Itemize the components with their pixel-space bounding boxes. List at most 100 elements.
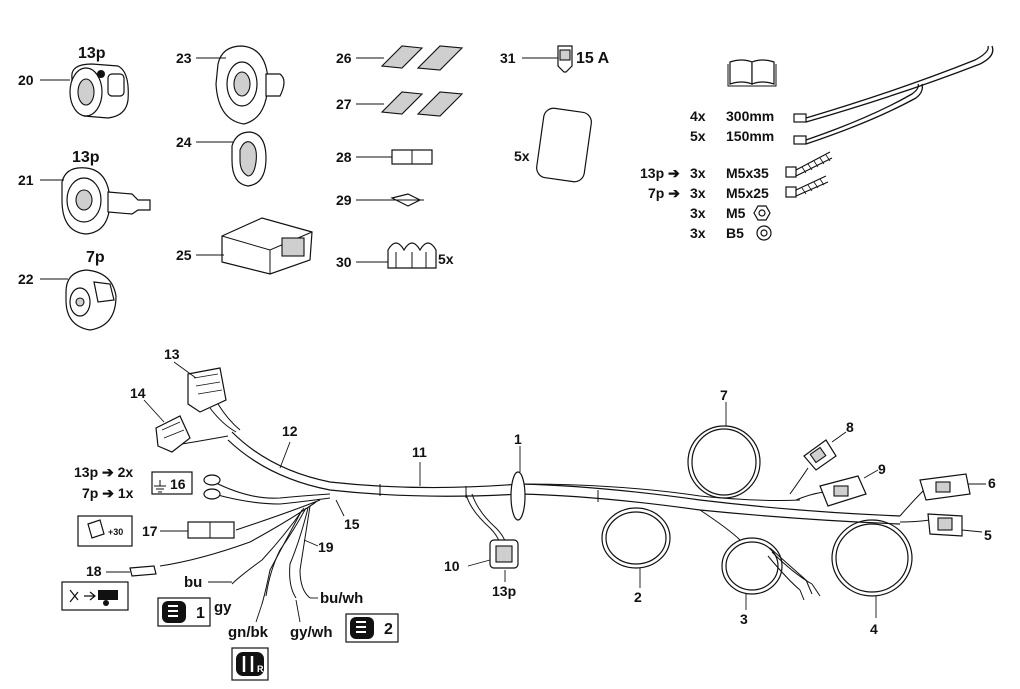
harness-connector-14: 14 — [130, 385, 229, 453]
harness-main-trunk — [227, 431, 901, 525]
part-27-adhesive-pads: 27 — [336, 91, 464, 117]
hw-0-qty: 4x — [690, 108, 706, 124]
part-27-number: 27 — [336, 96, 352, 112]
hw-3-prefix: 7p ➔ — [648, 185, 680, 201]
hw-2-item: M5x35 — [726, 165, 769, 181]
badge-r-letter: R — [257, 664, 264, 674]
part-29-number: 29 — [336, 192, 352, 208]
part-29-splice-connector: 29 — [336, 192, 424, 208]
fog-light-badge-1: 1 — [157, 597, 211, 627]
hw-2-prefix: 13p ➔ — [640, 165, 680, 181]
part-28-connector: 28 — [336, 149, 433, 165]
hw-1-item: 150mm — [726, 128, 774, 144]
harness-16-line1: 13p ➔ 2x — [74, 464, 133, 480]
hw-2-qty: 3x — [690, 165, 706, 181]
hw-4-qty: 3x — [690, 205, 706, 221]
screws-and-fasteners — [753, 151, 833, 241]
hw-4-item: M5 — [726, 205, 746, 221]
part-22-number: 22 — [18, 271, 34, 287]
harness-coil-7: 7 — [687, 387, 761, 499]
part-26-adhesive-pads: 26 — [336, 45, 464, 71]
harness-8-number: 8 — [846, 419, 854, 435]
harness-12-number: 12 — [282, 423, 298, 439]
hw-3-item: M5x25 — [726, 185, 769, 201]
harness-10-number: 10 — [444, 558, 460, 574]
harness-7-number: 7 — [720, 387, 728, 403]
harness-4-number: 4 — [870, 621, 878, 637]
badge-2-number: 2 — [384, 621, 393, 638]
harness-18-number: 18 — [86, 563, 102, 579]
harness-wire-18: 18 — [61, 563, 157, 611]
harness-16-line2: 7p ➔ 1x — [82, 485, 134, 501]
part-30-wire-clips: 30 5x — [336, 242, 454, 270]
wire-bu-wh: bu/wh — [320, 590, 363, 607]
harness-branch-wires — [159, 474, 331, 605]
part-20-number: 20 — [18, 72, 34, 88]
part-26-number: 26 — [336, 50, 352, 66]
harness-2-number: 2 — [634, 589, 642, 605]
pad-qty: 5x — [514, 148, 530, 164]
harness-connector-6: 6 — [899, 473, 996, 517]
cable-ties — [793, 45, 994, 145]
harness-14-number: 14 — [130, 385, 146, 401]
wire-gy: gy — [214, 599, 232, 616]
harness-19-number: 19 — [318, 539, 334, 555]
manual-book-icon — [727, 59, 777, 87]
hw-5-item: B5 — [726, 225, 744, 241]
wire-color-labels: bu gy gn/bk bu/wh gy/wh — [184, 574, 363, 641]
part-21-number: 21 — [18, 172, 34, 188]
hw-3-qty: 3x — [690, 185, 706, 201]
part-25-number: 25 — [176, 247, 192, 263]
badge-1-number: 1 — [196, 605, 205, 622]
harness-connector-9: 9 — [795, 461, 886, 507]
part-31-rating: 15 A — [576, 50, 610, 67]
fog-light-badge-2: 2 — [345, 613, 399, 643]
wire-gy-wh: gy/wh — [290, 624, 333, 641]
part-28-number: 28 — [336, 149, 352, 165]
wire-bu: bu — [184, 574, 202, 591]
harness-11-number: 11 — [412, 444, 427, 460]
hw-5-qty: 3x — [690, 225, 706, 241]
part-20-label: 13p — [78, 45, 106, 62]
hw-0-item: 300mm — [726, 108, 774, 124]
part-31-fuse: 31 15 A — [500, 45, 610, 73]
reverse-light-badge: R — [231, 647, 269, 681]
harness-coil-2: 2 — [601, 507, 671, 605]
hardware-list: 4x 300mm 5x 150mm 13p ➔ 3x M5x35 7p ➔ 3x… — [640, 108, 774, 241]
part-21-label: 13p — [72, 149, 100, 166]
part-adhesive-square-pad: 5x — [514, 107, 592, 183]
hw-1-qty: 5x — [690, 128, 706, 144]
part-21-socket-13p-flange: 13p 21 — [18, 149, 151, 235]
part-22-socket-7p: 7p 22 — [18, 249, 117, 331]
harness-ground-16: 13p ➔ 2x 7p ➔ 1x 16 — [74, 464, 193, 501]
harness-16-number: 16 — [170, 476, 186, 492]
harness-coil-4: 4 — [831, 519, 913, 637]
wire-gn-bk: gn/bk — [228, 624, 269, 641]
harness-connector-17: +30 17 — [77, 515, 235, 547]
harness-connector-13: 13 — [164, 346, 241, 433]
part-30-number: 30 — [336, 254, 352, 270]
harness-17-icon-text: +30 — [108, 527, 123, 537]
harness-15-number: 15 — [344, 516, 360, 532]
harness-connector-8: 8 — [789, 419, 854, 495]
harness-17-number: 17 — [142, 523, 158, 539]
harness-13-number: 13 — [164, 346, 180, 362]
part-20-socket-13p: 13p 20 — [18, 45, 129, 119]
part-31-number: 31 — [500, 50, 516, 66]
part-25-module: 25 — [176, 217, 313, 275]
harness-10-label: 13p — [492, 583, 516, 599]
part-24-number: 24 — [176, 134, 192, 150]
harness-connector-10: 10 13p — [444, 493, 519, 599]
harness-coil-3: 3 — [699, 509, 821, 627]
harness-1-number: 1 — [514, 431, 522, 447]
part-22-label: 7p — [86, 249, 105, 266]
harness-3-number: 3 — [740, 611, 748, 627]
harness-6-number: 6 — [988, 475, 996, 491]
harness-9-number: 9 — [878, 461, 886, 477]
part-23-socket-seal: 23 — [176, 45, 285, 125]
harness-connector-5: 5 — [899, 513, 992, 543]
part-30-qty: 5x — [438, 251, 454, 267]
harness-5-number: 5 — [984, 527, 992, 543]
part-24-gasket: 24 — [176, 131, 267, 187]
